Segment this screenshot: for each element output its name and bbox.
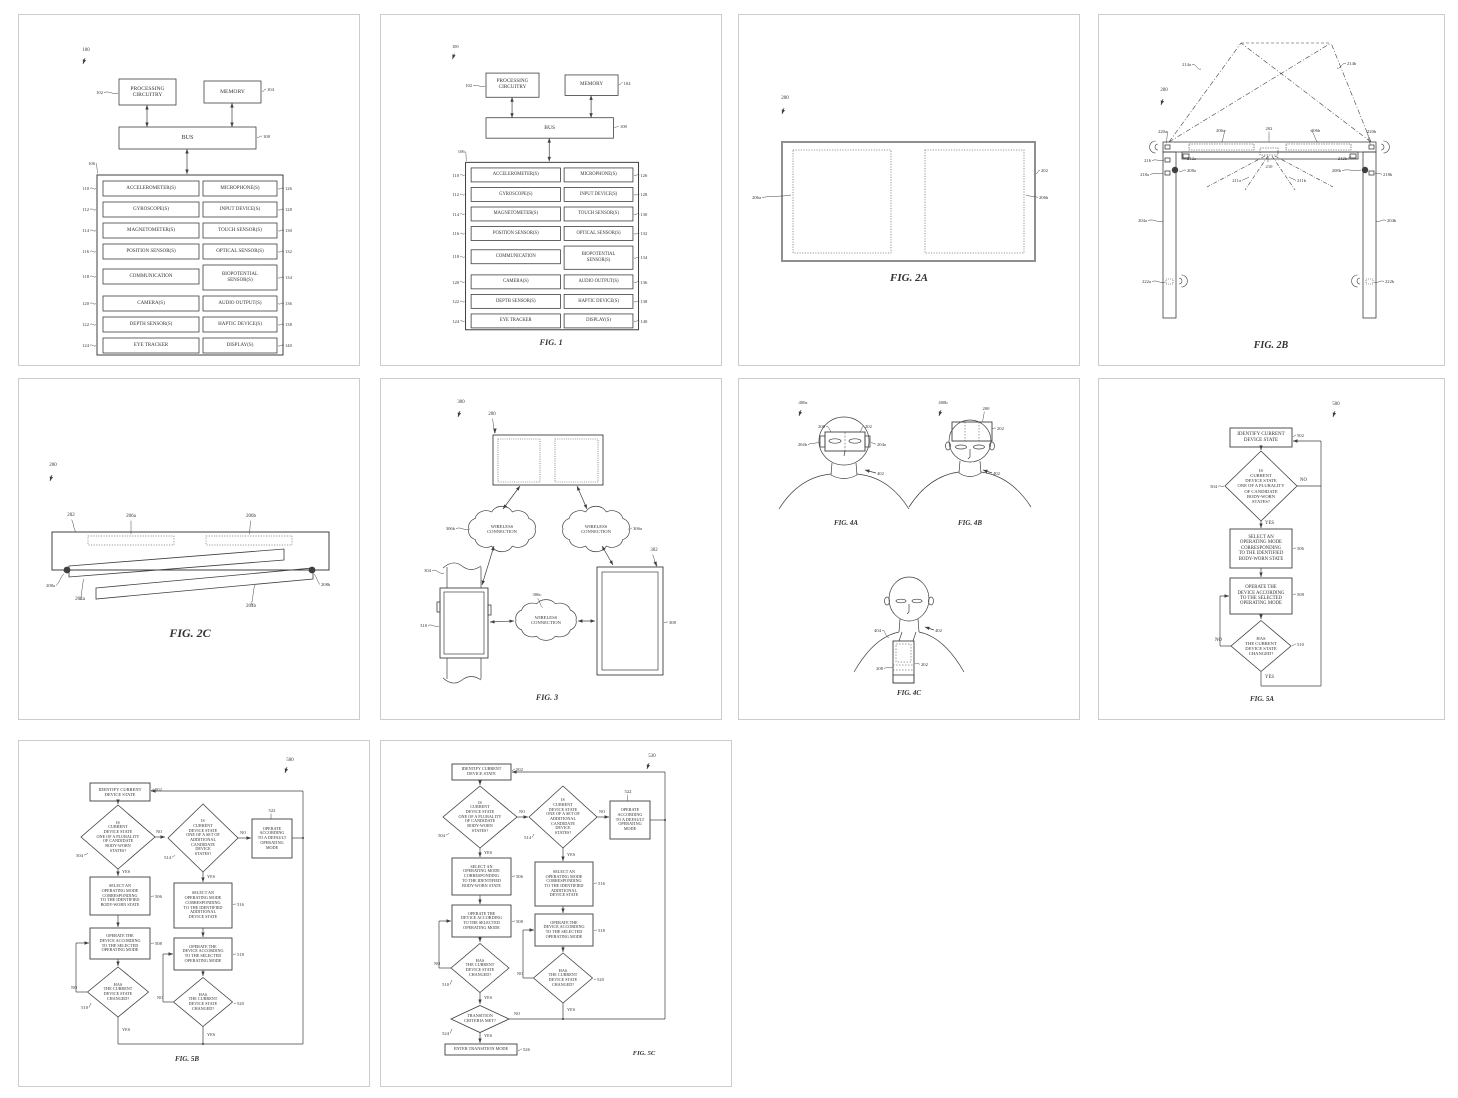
drawing — [82, 57, 285, 356]
drawing — [1147, 42, 1390, 319]
drawing — [49, 474, 330, 606]
drawing — [778, 409, 1032, 684]
drawing — [1217, 410, 1337, 687]
drawing — [75, 766, 304, 1045]
drawing — [452, 53, 640, 331]
drawing — [761, 107, 1041, 262]
drawing — [427, 410, 669, 684]
drawing — [438, 762, 666, 1056]
